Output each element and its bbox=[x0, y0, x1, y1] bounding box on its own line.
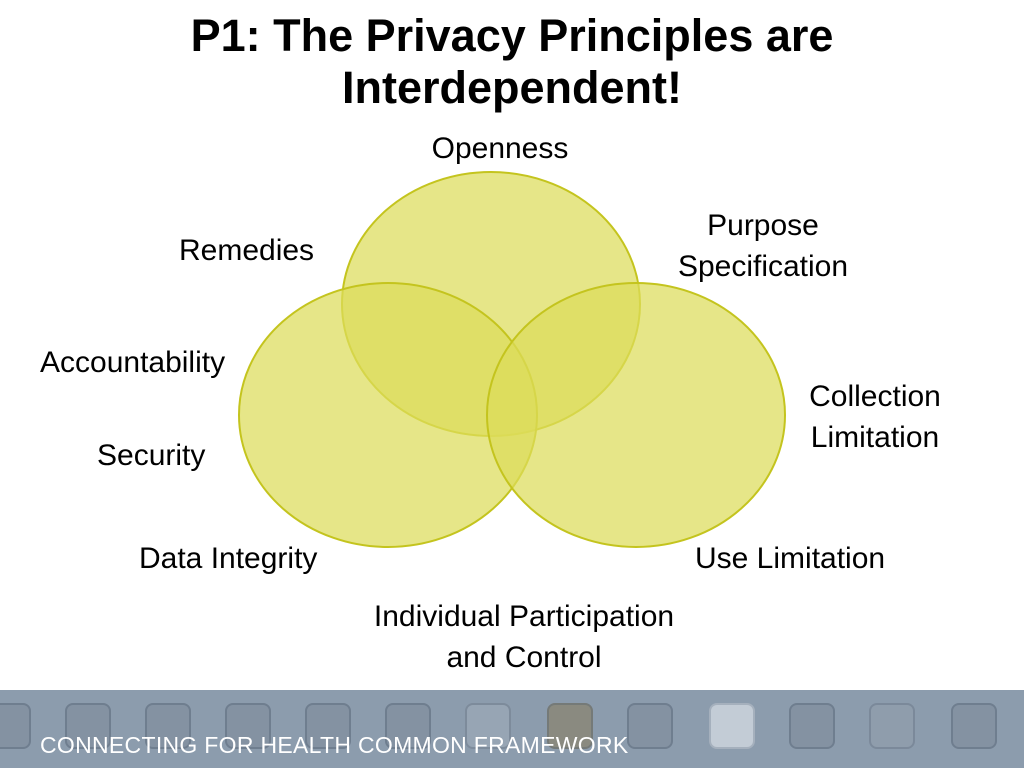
footer-bar bbox=[0, 690, 1024, 768]
title-line-1: P1: The Privacy Principles are bbox=[190, 10, 834, 61]
label-accountability: Accountability bbox=[40, 346, 226, 379]
title-line-2: Interdependent! bbox=[341, 62, 682, 113]
label-remedies: Remedies bbox=[179, 234, 315, 267]
label-data-integrity: Data Integrity bbox=[139, 542, 318, 575]
slide-title: P1: The Privacy Principles are Interdepe… bbox=[0, 10, 1024, 114]
label-purpose-specification: Purpose Specification bbox=[677, 209, 849, 283]
footer-decoration bbox=[0, 703, 997, 749]
label-collection-limitation: Collection Limitation bbox=[809, 380, 941, 454]
label-individual-participation: Individual Participation and Control bbox=[373, 600, 675, 674]
footer-title: CONNECTING FOR HEALTH COMMON FRAMEWORK bbox=[40, 732, 629, 758]
venn-circle-right bbox=[486, 282, 786, 548]
label-security: Security bbox=[97, 439, 206, 472]
label-openness: Openness bbox=[431, 132, 569, 165]
label-use-limitation: Use Limitation bbox=[695, 542, 886, 575]
